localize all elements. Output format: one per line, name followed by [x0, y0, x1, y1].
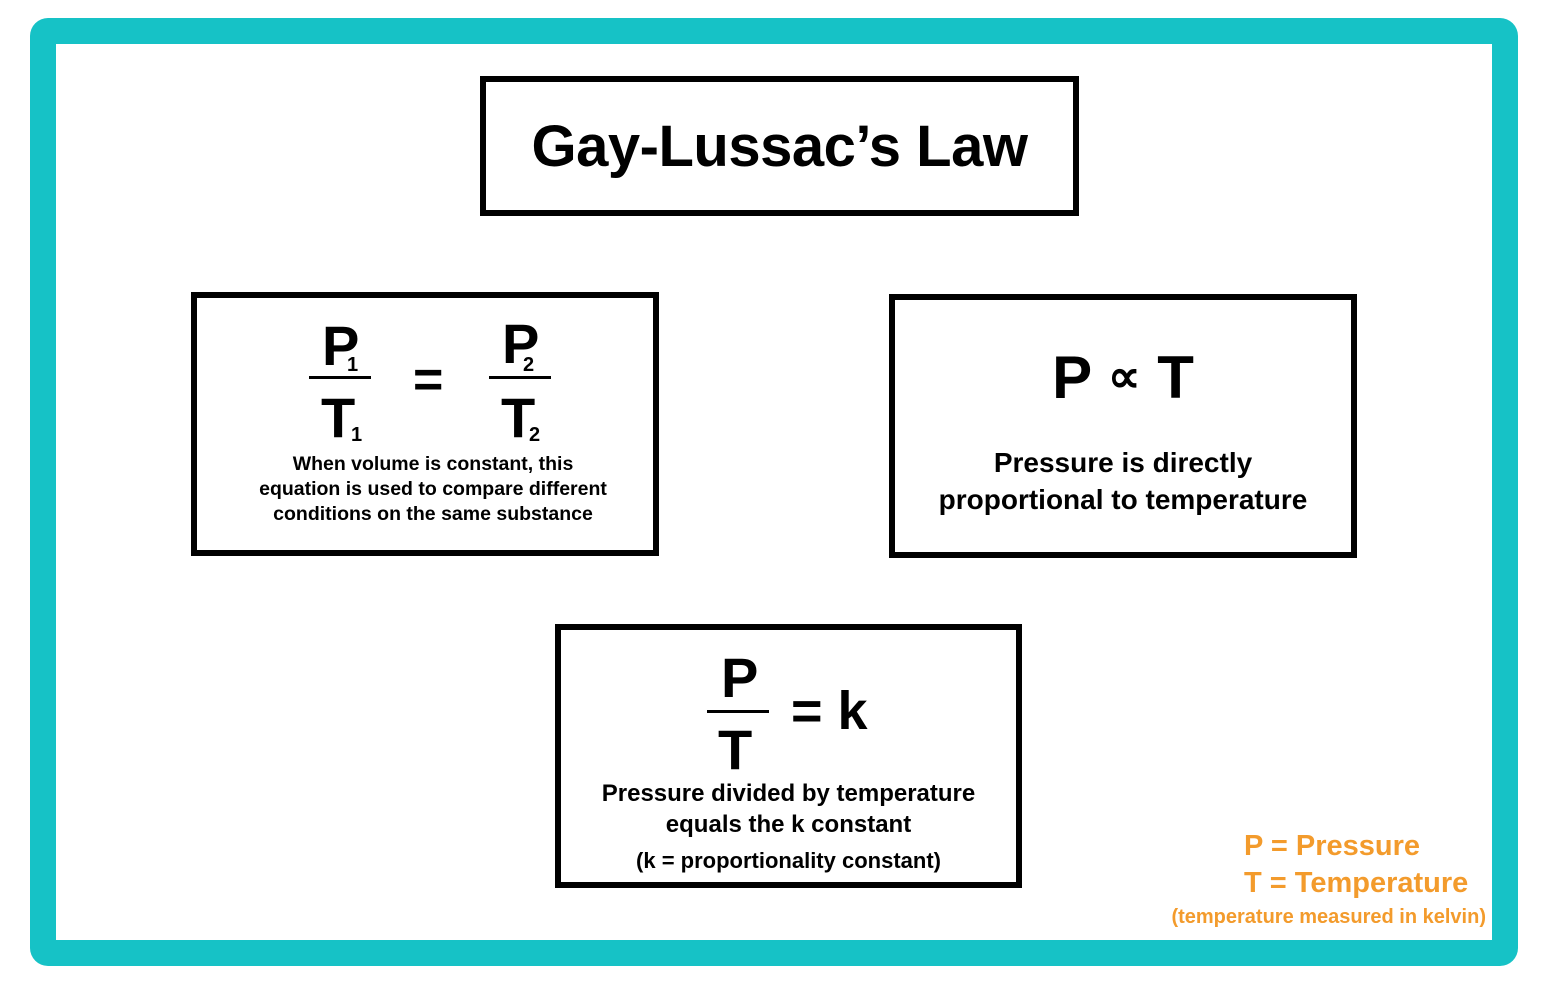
t2-letter: T [501, 386, 536, 449]
p1-subscript: 1 [347, 354, 359, 376]
equals-sign: = [413, 351, 444, 409]
proportion-description-line1: Pressure is directly [993, 447, 1253, 478]
proportion-description-line2: proportional to temperature [938, 484, 1308, 515]
legend-note: (temperature measured in kelvin) [1171, 906, 1486, 928]
equation-box: P 1 T 1 = P 2 T 2 When volume is constan… [191, 292, 659, 556]
t-symbol: T [1157, 344, 1194, 411]
constant-description-line1: Pressure divided by temperature [601, 780, 976, 807]
p2-letter: P [502, 312, 540, 375]
t-letter: T [718, 718, 753, 781]
fraction-bar-left [309, 376, 371, 379]
equals-k: = k [791, 681, 868, 741]
page-title: Gay-Lussac’s Law [531, 113, 1028, 179]
p2-subscript: 2 [523, 354, 535, 376]
p-symbol: P [1052, 344, 1092, 411]
proportion-description: Pressure is directly proportional to tem… [895, 444, 1351, 518]
constant-note: (k = proportionality constant) [636, 848, 941, 873]
title-box: Gay-Lussac’s Law [480, 76, 1079, 216]
constant-box: P T = k Pressure divided by temperature … [555, 624, 1022, 888]
t2-subscript: 2 [529, 424, 541, 446]
fraction-bar-right [489, 376, 551, 379]
p-letter: P [721, 646, 759, 709]
constant-description: Pressure divided by temperature equals t… [561, 778, 1016, 840]
t1-subscript: 1 [351, 424, 363, 446]
proportion-formula: P ∝ T [895, 348, 1351, 408]
proportion-box: P ∝ T Pressure is directly proportional … [889, 294, 1357, 558]
p1-letter: P [322, 314, 360, 377]
fraction-bar [707, 710, 769, 713]
legend-temperature: T = Temperature [1244, 867, 1469, 899]
legend-pressure: P = Pressure [1244, 830, 1421, 862]
equation-description: When volume is constant, this equation i… [259, 453, 607, 525]
t1-letter: T [321, 386, 356, 449]
proportional-to-symbol: ∝ [1107, 350, 1141, 402]
constant-description-line2: equals the k constant [665, 811, 912, 838]
